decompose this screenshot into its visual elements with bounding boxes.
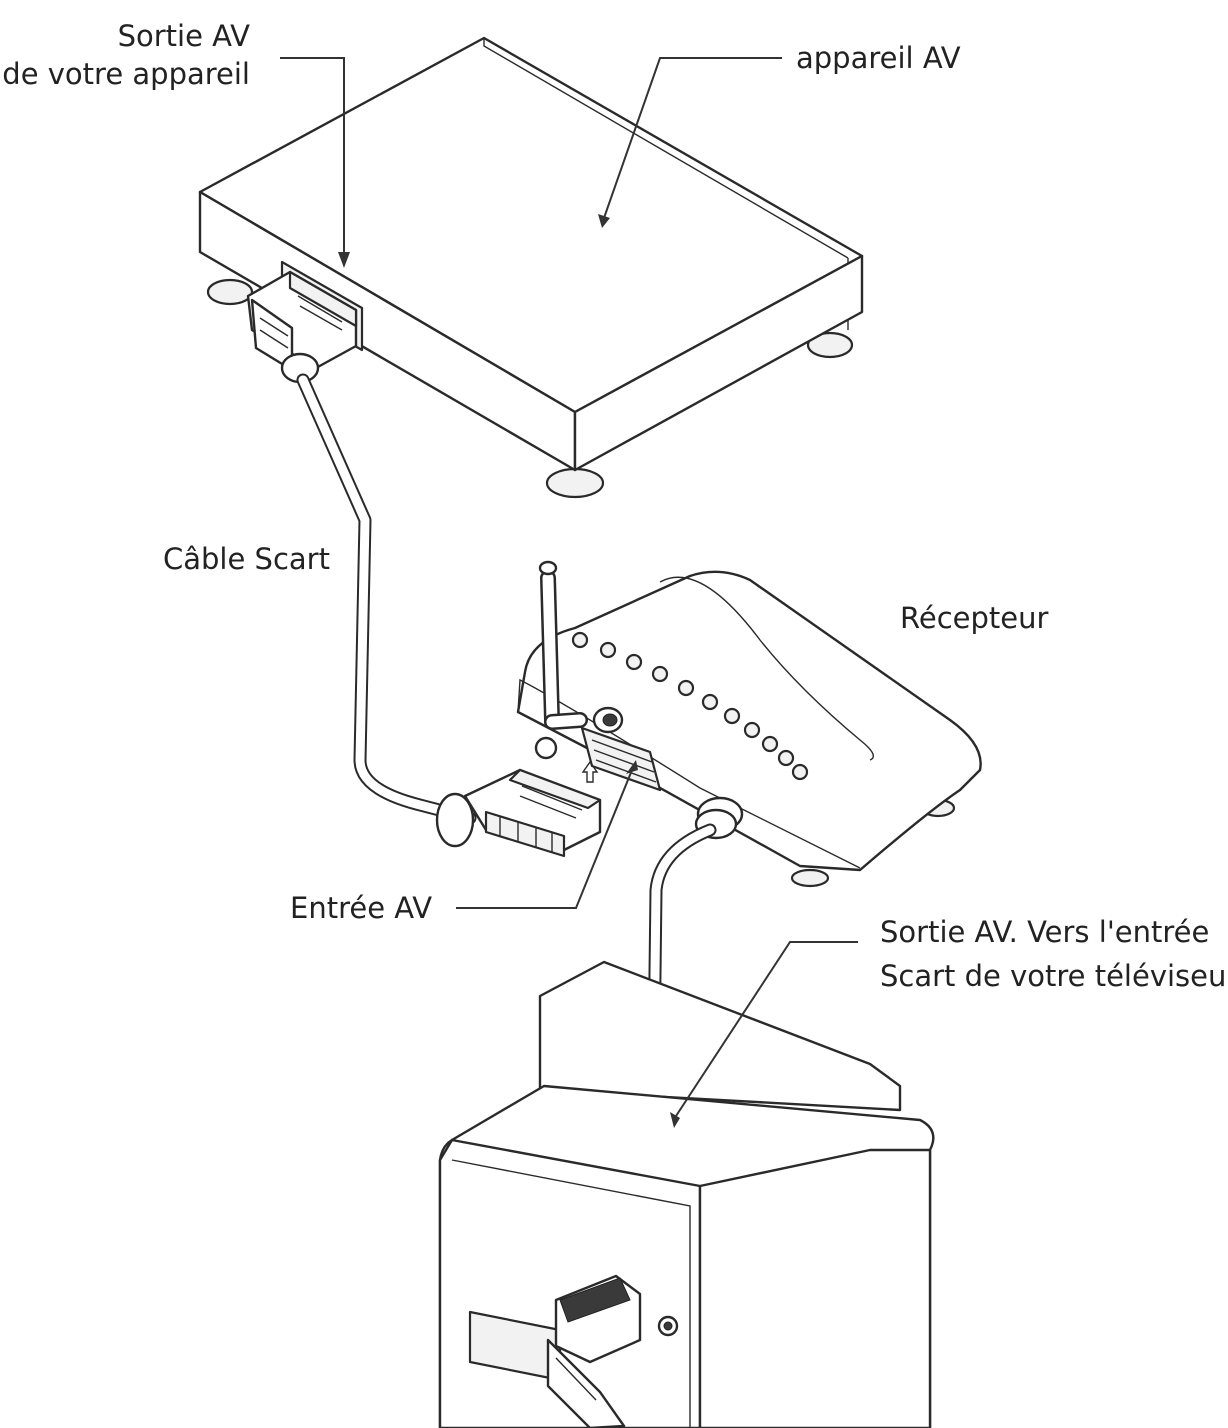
label-receiver-output-line2: Scart de votre téléviseur <box>880 959 1228 993</box>
television-illustration <box>438 960 935 1428</box>
label-receiver: Récepteur <box>900 601 1049 635</box>
label-scart-cable: Câble Scart <box>163 542 330 576</box>
leader-source-output <box>280 57 350 268</box>
label-av-input: Entrée AV <box>290 891 433 925</box>
label-source-output-line2: de votre appareil <box>2 57 250 91</box>
leader-av-device <box>598 57 782 228</box>
label-source-output-line1: Sortie AV <box>117 19 250 53</box>
scart-plug-source <box>246 270 358 384</box>
receiver-illustration <box>516 560 982 1029</box>
leader-av-input <box>456 760 638 909</box>
av-device-illustration <box>198 36 864 499</box>
scart-plug-receiver <box>435 768 602 858</box>
label-receiver-output-line1: Sortie AV. Vers l'entrée <box>880 915 1210 949</box>
label-av-device: appareil AV <box>796 41 961 75</box>
leader-receiver-output <box>670 941 858 1128</box>
